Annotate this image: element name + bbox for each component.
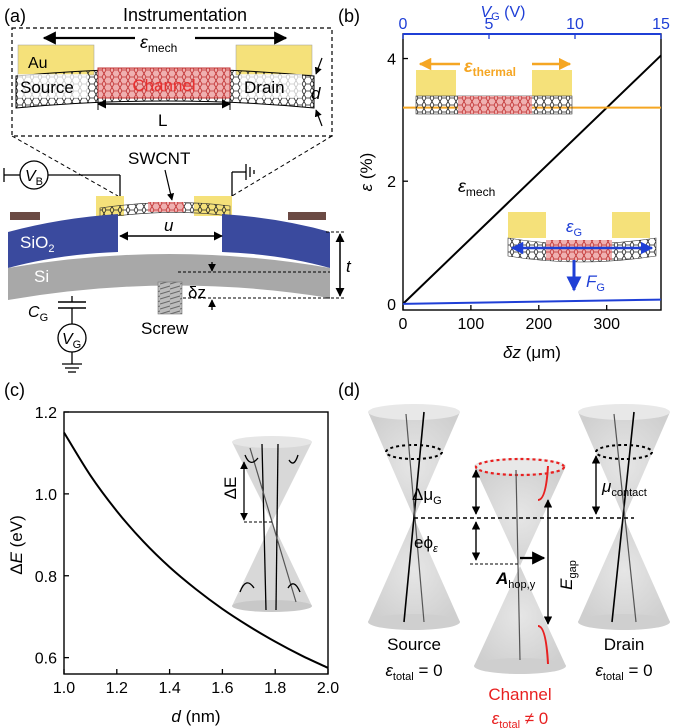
series-line-ε_G: [402, 298, 662, 305]
chart-c-x-axis-label: d (nm): [171, 707, 220, 726]
egap-label: Egap: [557, 560, 579, 590]
mu-contact-label: μcontact: [601, 477, 647, 499]
x2-tick-label: 0: [399, 16, 408, 33]
sio2-layer-right: [222, 214, 330, 268]
x-tick-label: 2.0: [317, 680, 339, 697]
x-tick-label: 1.2: [106, 680, 128, 697]
panel-b: (b) VG (V) 0 100 200 300 0 2 4 0 5 10 15 ε (%) δz …: [338, 4, 670, 362]
x-tick-label: 100: [458, 316, 485, 333]
instrumentation-title: Instrumentation: [123, 5, 247, 25]
x2-tick-label: 10: [566, 16, 584, 33]
x-tick-label: 1.6: [211, 680, 233, 697]
chart-b-x-axis-label: δz (μm): [503, 343, 561, 362]
ahop-label: Ahop,y: [495, 569, 536, 591]
panel-d: (d): [338, 380, 670, 728]
vg-label-a: VG: [62, 331, 81, 351]
drain-eps-label: εtotal = 0: [595, 661, 652, 683]
channel-cone: [474, 457, 566, 674]
cg-label: CG: [28, 304, 48, 324]
si-label: Si: [34, 267, 49, 286]
eps-mech-label-a: εmech: [140, 32, 177, 55]
dmu-g-label: ΔμG: [412, 485, 442, 507]
chart-b-ticks: 0 100 200 300 0 2 4 0 5 10 15: [387, 16, 670, 333]
drain-label: Drain: [244, 78, 285, 97]
ephi-label: eϕε: [414, 533, 438, 555]
diameter-label-a: d: [311, 84, 321, 103]
length-label: L: [158, 111, 167, 130]
inset-box: [11, 27, 333, 137]
contact-pad-right: [288, 212, 326, 220]
x-tick-label: 1.8: [264, 680, 286, 697]
channel-eps-label: εtotal ≠ 0: [492, 709, 549, 728]
inset-zoom-line-left: [11, 135, 119, 197]
vb-label: VB: [25, 168, 43, 188]
source-cone: [368, 404, 460, 630]
chart-c-frame: [63, 411, 329, 675]
x-tick-label: 200: [525, 316, 552, 333]
chart-c-y-axis-label: ΔE (eV): [7, 515, 26, 575]
source-label: Source: [20, 78, 74, 97]
channel-label: Channel: [132, 76, 195, 95]
fg-label: FG: [586, 272, 605, 294]
chart-b-top-axis-label: VG (V): [480, 4, 525, 23]
sio2-layer-left: [8, 214, 118, 268]
panel-label-a: (a): [4, 6, 26, 26]
panel-c: (c) 1.0 1.2 1.4 1.6 1.8 2.0 0.6 0.8 1.0 1.2 ΔE (e…: [4, 380, 339, 726]
eps-mech-label-b: εmech: [458, 176, 495, 199]
eps-g-label: εG: [566, 217, 582, 239]
dz-label-a: δz: [188, 283, 206, 302]
y-tick-label: 0.8: [35, 569, 57, 586]
screw-label: Screw: [141, 319, 189, 338]
x-tick-label: 300: [593, 316, 620, 333]
y-tick-label: 4: [387, 52, 396, 69]
channel-segment: [97, 67, 231, 99]
inset-zoom-line-right: [231, 135, 333, 197]
thickness-label: t: [346, 257, 352, 276]
panel-label-d: (d): [338, 380, 360, 400]
series-line-ε_mech: [402, 54, 662, 305]
panel-label-c: (c): [4, 380, 25, 400]
panel-label-b: (b): [338, 6, 360, 26]
si-substrate: [8, 254, 330, 300]
series-line-ΔE: [63, 431, 329, 669]
drain-cone-label: Drain: [604, 635, 645, 654]
x-tick-label: 0: [399, 316, 408, 333]
y-tick-label: 2: [387, 174, 396, 191]
chart-c-series: [63, 431, 329, 669]
source-eps-label: εtotal = 0: [385, 661, 442, 683]
delta-e-inset-label: ΔE: [221, 477, 240, 500]
thermal-inset: εthermal: [415, 52, 573, 115]
chart-c-ticks: 1.0 1.2 1.4 1.6 1.8 2.0 0.6 0.8 1.0 1.2: [35, 405, 339, 697]
y-tick-label: 1.0: [35, 487, 57, 504]
au-electrode-right: [235, 44, 313, 76]
source-cone-label: Source: [387, 635, 441, 654]
x2-tick-label: 5: [485, 16, 494, 33]
contact-pad-left: [10, 212, 40, 220]
y-tick-label: 0.6: [35, 651, 57, 668]
swcnt-label: SWCNT: [128, 149, 190, 168]
x2-tick-label: 15: [652, 16, 670, 33]
drain-cone: [578, 404, 670, 630]
y-tick-label: 0: [387, 297, 396, 314]
x-tick-label: 1.4: [158, 680, 180, 697]
eps-thermal-label: εthermal: [464, 56, 516, 79]
dirac-cone-inset: ΔE: [221, 436, 312, 612]
screw-symbol: [157, 281, 183, 315]
chart-b-y-axis-label: ε (%): [357, 153, 376, 192]
y-tick-label: 1.2: [35, 405, 57, 422]
au-label: Au: [28, 55, 48, 72]
channel-cone-label: Channel: [488, 685, 551, 704]
gate-inset: εG FG: [507, 212, 657, 294]
gap-label: u: [164, 216, 174, 235]
panel-a: (a) Instrumentation Au Source Channel Dr…: [3, 5, 352, 373]
x-tick-label: 1.0: [53, 680, 75, 697]
sio2-label: SiO2: [20, 233, 54, 255]
